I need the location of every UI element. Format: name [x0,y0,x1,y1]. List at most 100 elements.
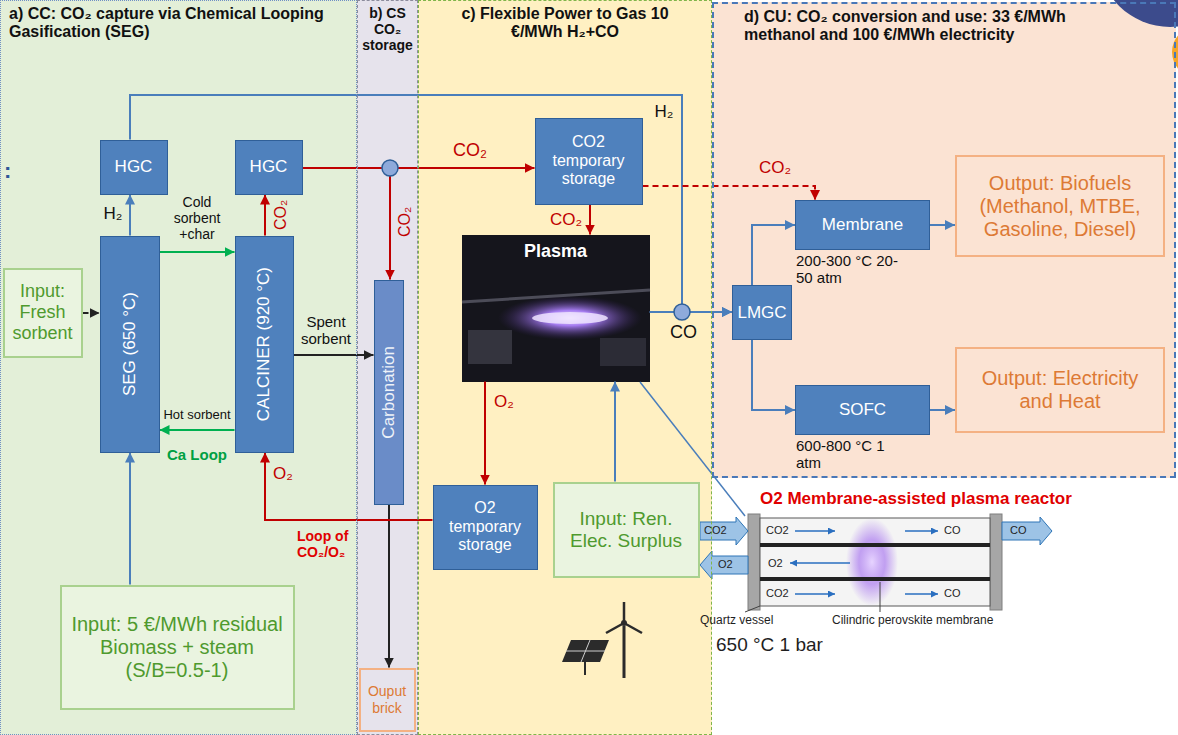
junction-label: CO [670,322,697,343]
photo-box: Plasma [462,235,650,382]
region-panel: a) CC: CO₂ capture via Chemical Looping … [0,0,357,735]
stray-mark: : [4,158,11,183]
flow-arrow [388,505,390,668]
gas-label: O2 [768,557,783,570]
photo-detail [600,338,646,366]
flow-arrow [83,312,100,314]
flow-arrow [130,95,732,312]
turbine-blade [606,623,624,633]
flow-arrow [160,251,235,253]
flow-label: CO₂ [759,158,791,178]
flow-arrow [294,354,374,356]
box-label: CALCINER (920 °C) [254,267,274,421]
flow-label: O₂ [273,464,293,484]
gas-label: CO2 [766,524,789,537]
process-box: Carbonation [374,280,404,505]
reactor-box: SEG (650 °C) [100,236,160,453]
plasma-glow [846,518,898,606]
turbine-blade [624,623,642,633]
part-label: Quartz vessel [700,614,773,628]
solar-stand [584,662,586,675]
loop-label: Ca Loop [166,446,228,463]
gas-arrow [905,530,938,532]
leader-line [880,582,881,612]
flow-label: CO₂ [396,207,414,237]
process-box: HGC [100,140,168,195]
membrane-wall [760,543,990,547]
panel-fill [712,2,1176,478]
box-label: Ouput brick [367,683,408,715]
block-arrow [1002,517,1052,545]
flow-label: O₂ [494,392,514,412]
box-label: Input: Fresh sorbent [10,281,76,343]
box-label: Input: 5 €/MWh residual Biomass + steam … [67,613,288,682]
junction-dot [674,304,690,320]
decor-circle [1098,0,1178,27]
output-box: Ouput brick [359,668,416,732]
reactor-illustration [700,514,1052,612]
flow-arrow [160,429,235,431]
flow-arrow [265,453,433,521]
process-box: SOFC600-800 °C 1 atm [795,385,930,435]
figure-title: O2 Membrane-assisted plasma reactor [760,489,1072,509]
flow-arrow [752,225,795,285]
flow-arrow [643,186,816,200]
panel-heading: b) CS CO₂ storage [358,1,417,57]
flow-arrow [303,168,391,280]
plasma-photo [462,235,650,382]
end-plate [990,514,1002,610]
flow-arrow [264,195,266,236]
box-label: SOFC [839,400,886,420]
storage-box: O2 temporary storage [433,485,538,570]
box-label: HGC [115,157,153,177]
input-box: Input: 5 €/MWh residual Biomass + steam … [60,585,295,710]
box-label: Output: Electricity and Heat [963,367,1157,413]
process-box: LMGC [732,285,792,340]
flow-label: CO₂ [550,210,582,230]
junction-dot [382,160,398,176]
flow-arrow [614,382,616,482]
photo-label: Plasma [524,241,587,262]
gas-label: CO [1010,524,1027,537]
process-box: Membrane200-300 °C 20-50 atm [795,200,930,250]
flow-arrow [129,453,131,585]
box-label: Output: Biofuels (Methanol, MTBE, Gasoli… [963,172,1157,241]
box-label: HGC [250,157,288,177]
panel-heading: d) CU: CO₂ conversion and use: 33 €/MWh … [714,4,1174,49]
flow-label: H₂ [104,204,123,224]
turbine-pole [623,626,626,678]
gas-arrow [790,562,850,564]
flow-arrow [484,382,486,485]
flow-arrow [129,195,131,236]
panel-heading: a) CC: CO₂ capture via Chemical Looping … [1,1,356,46]
gas-arrow [795,530,835,532]
renewables-icon [562,602,642,678]
gas-label: CO2 [704,524,727,537]
reactor-box: CALCINER (920 °C) [235,236,294,453]
region-panel: d) CU: CO₂ conversion and use: 33 €/MWh … [712,2,1176,478]
box-label: Membrane [822,215,903,235]
flow-label: H₂ [655,102,674,122]
quartz-vessel [760,518,990,606]
part-label: Cilindric perovskite membrane [832,614,993,628]
flow-label: CO₂ [453,140,487,161]
plasma-glow [498,296,642,340]
gas-label: CO [944,524,961,537]
flow-label: Cold sorbent +char [166,194,228,242]
box-label: Carbonation [379,346,399,439]
flow-arrow [589,205,591,235]
photo-ground [462,235,650,382]
block-arrow [700,517,748,545]
box-label: Input: Ren. Elec. Surplus [560,508,693,552]
flow-label: Hot sorbent [163,408,230,423]
flow-label: Spent sorbent [296,313,356,348]
box-label: SEG (650 °C) [120,292,140,396]
box-label: LMGC [737,303,786,323]
leader-line [745,606,760,612]
turbine-hub [621,620,627,626]
input-box: Input: Ren. Elec. Surplus [553,482,700,578]
panel-fill [0,0,357,735]
end-plate [748,514,760,610]
condition-label: 600-800 °C 1 atm [796,437,906,472]
